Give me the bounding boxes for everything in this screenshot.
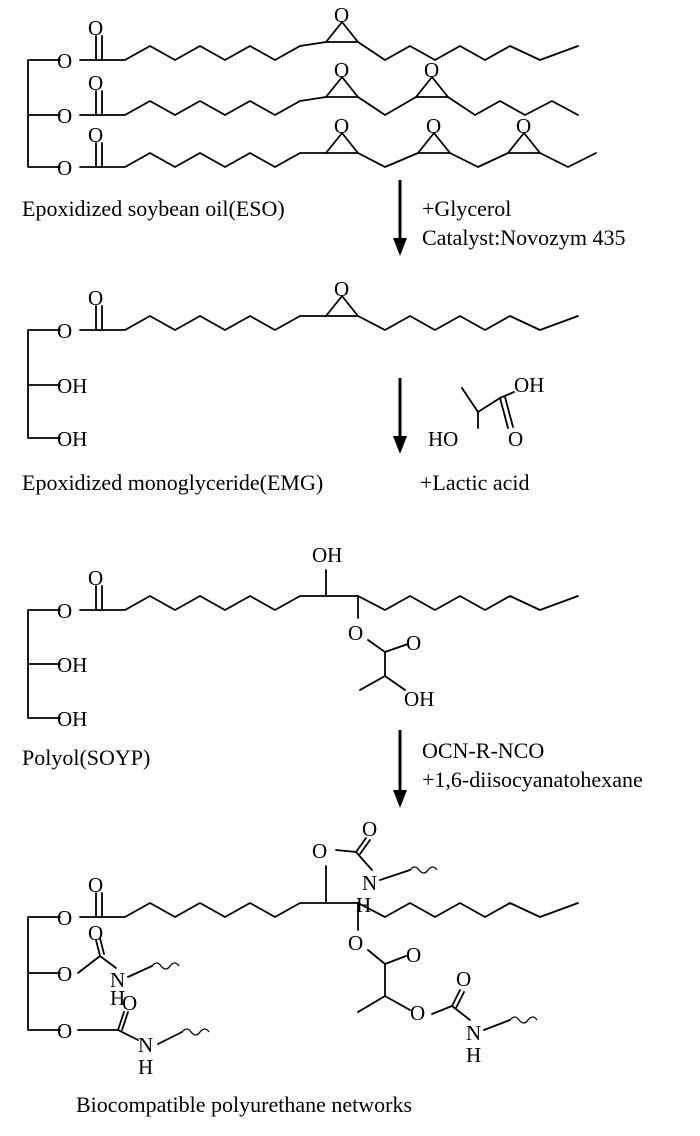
atom-O: O: [57, 104, 72, 128]
polyurethane-structure: O O O O O O N H O O O O N: [27, 817, 579, 1079]
atom-O: O: [57, 962, 72, 986]
atom-O: O: [88, 921, 103, 945]
atom-OH: OH: [312, 543, 342, 567]
atom-OH: OH: [57, 374, 87, 398]
atom-O: O: [410, 1001, 425, 1025]
atom-O: O: [122, 991, 137, 1015]
atom-O: O: [57, 906, 72, 930]
step1-catalyst: Catalyst:Novozym 435: [422, 225, 625, 250]
atom-O: O: [516, 114, 531, 138]
atom-O: O: [334, 58, 349, 82]
atom-O: O: [88, 16, 103, 40]
caption-soyp: Polyol(SOYP): [22, 745, 150, 770]
atom-N: N: [466, 1021, 481, 1045]
atom-N: N: [110, 968, 125, 992]
eso-structure: O O O O O O O O O O: [27, 3, 597, 180]
atom-O: O: [312, 839, 327, 863]
atom-O: O: [456, 967, 471, 991]
atom-O: O: [334, 277, 349, 301]
atom-O: O: [57, 599, 72, 623]
step2-reagent: +Lactic acid: [420, 470, 530, 495]
atom-OH: OH: [57, 427, 87, 451]
reaction-arrow-1: [393, 180, 407, 256]
atom-O: O: [424, 58, 439, 82]
atom-O: O: [57, 156, 72, 180]
atom-O: O: [88, 123, 103, 147]
reaction-arrow-2: [393, 378, 407, 454]
atom-OH: OH: [514, 373, 544, 397]
atom-O: O: [334, 3, 349, 27]
caption-emg: Epoxidized monoglyceride(EMG): [22, 470, 323, 495]
atom-O: O: [88, 873, 103, 897]
step3-reagent: OCN-R-NCO: [422, 738, 544, 763]
atom-OH: OH: [57, 707, 87, 731]
atom-N: N: [138, 1033, 153, 1057]
atom-O: O: [362, 817, 377, 841]
atom-OH: OH: [404, 687, 434, 711]
emg-structure: O OH OH O O: [27, 277, 579, 451]
atom-H: H: [110, 986, 125, 1010]
step3-reagent-2: +1,6-diisocyanatohexane: [422, 767, 643, 792]
atom-O: O: [426, 114, 441, 138]
atom-O: O: [57, 1019, 72, 1043]
atom-O: O: [57, 319, 72, 343]
caption-pu: Biocompatible polyurethane networks: [76, 1092, 412, 1117]
atom-OH: OH: [57, 653, 87, 677]
atom-H: H: [138, 1055, 153, 1079]
atom-N: N: [362, 871, 377, 895]
atom-O: O: [406, 631, 421, 655]
lactic-acid-structure: OH HO O: [428, 373, 544, 451]
atom-O: O: [88, 286, 103, 310]
atom-O: O: [88, 566, 103, 590]
atom-O: O: [348, 931, 363, 955]
step1-reagent: +Glycerol: [422, 196, 511, 221]
reaction-arrow-3: [393, 730, 407, 808]
atom-HO: HO: [428, 427, 458, 451]
atom-H: H: [356, 893, 371, 917]
atom-O: O: [508, 427, 523, 451]
atom-O: O: [88, 71, 103, 95]
atom-O: O: [406, 943, 421, 967]
atom-O: O: [334, 114, 349, 138]
soyp-structure: O OH OH O OH O O OH: [27, 543, 579, 731]
atom-H: H: [466, 1043, 481, 1067]
atom-O: O: [57, 49, 72, 73]
caption-eso: Epoxidized soybean oil(ESO): [22, 196, 285, 221]
atom-O: O: [348, 621, 363, 645]
